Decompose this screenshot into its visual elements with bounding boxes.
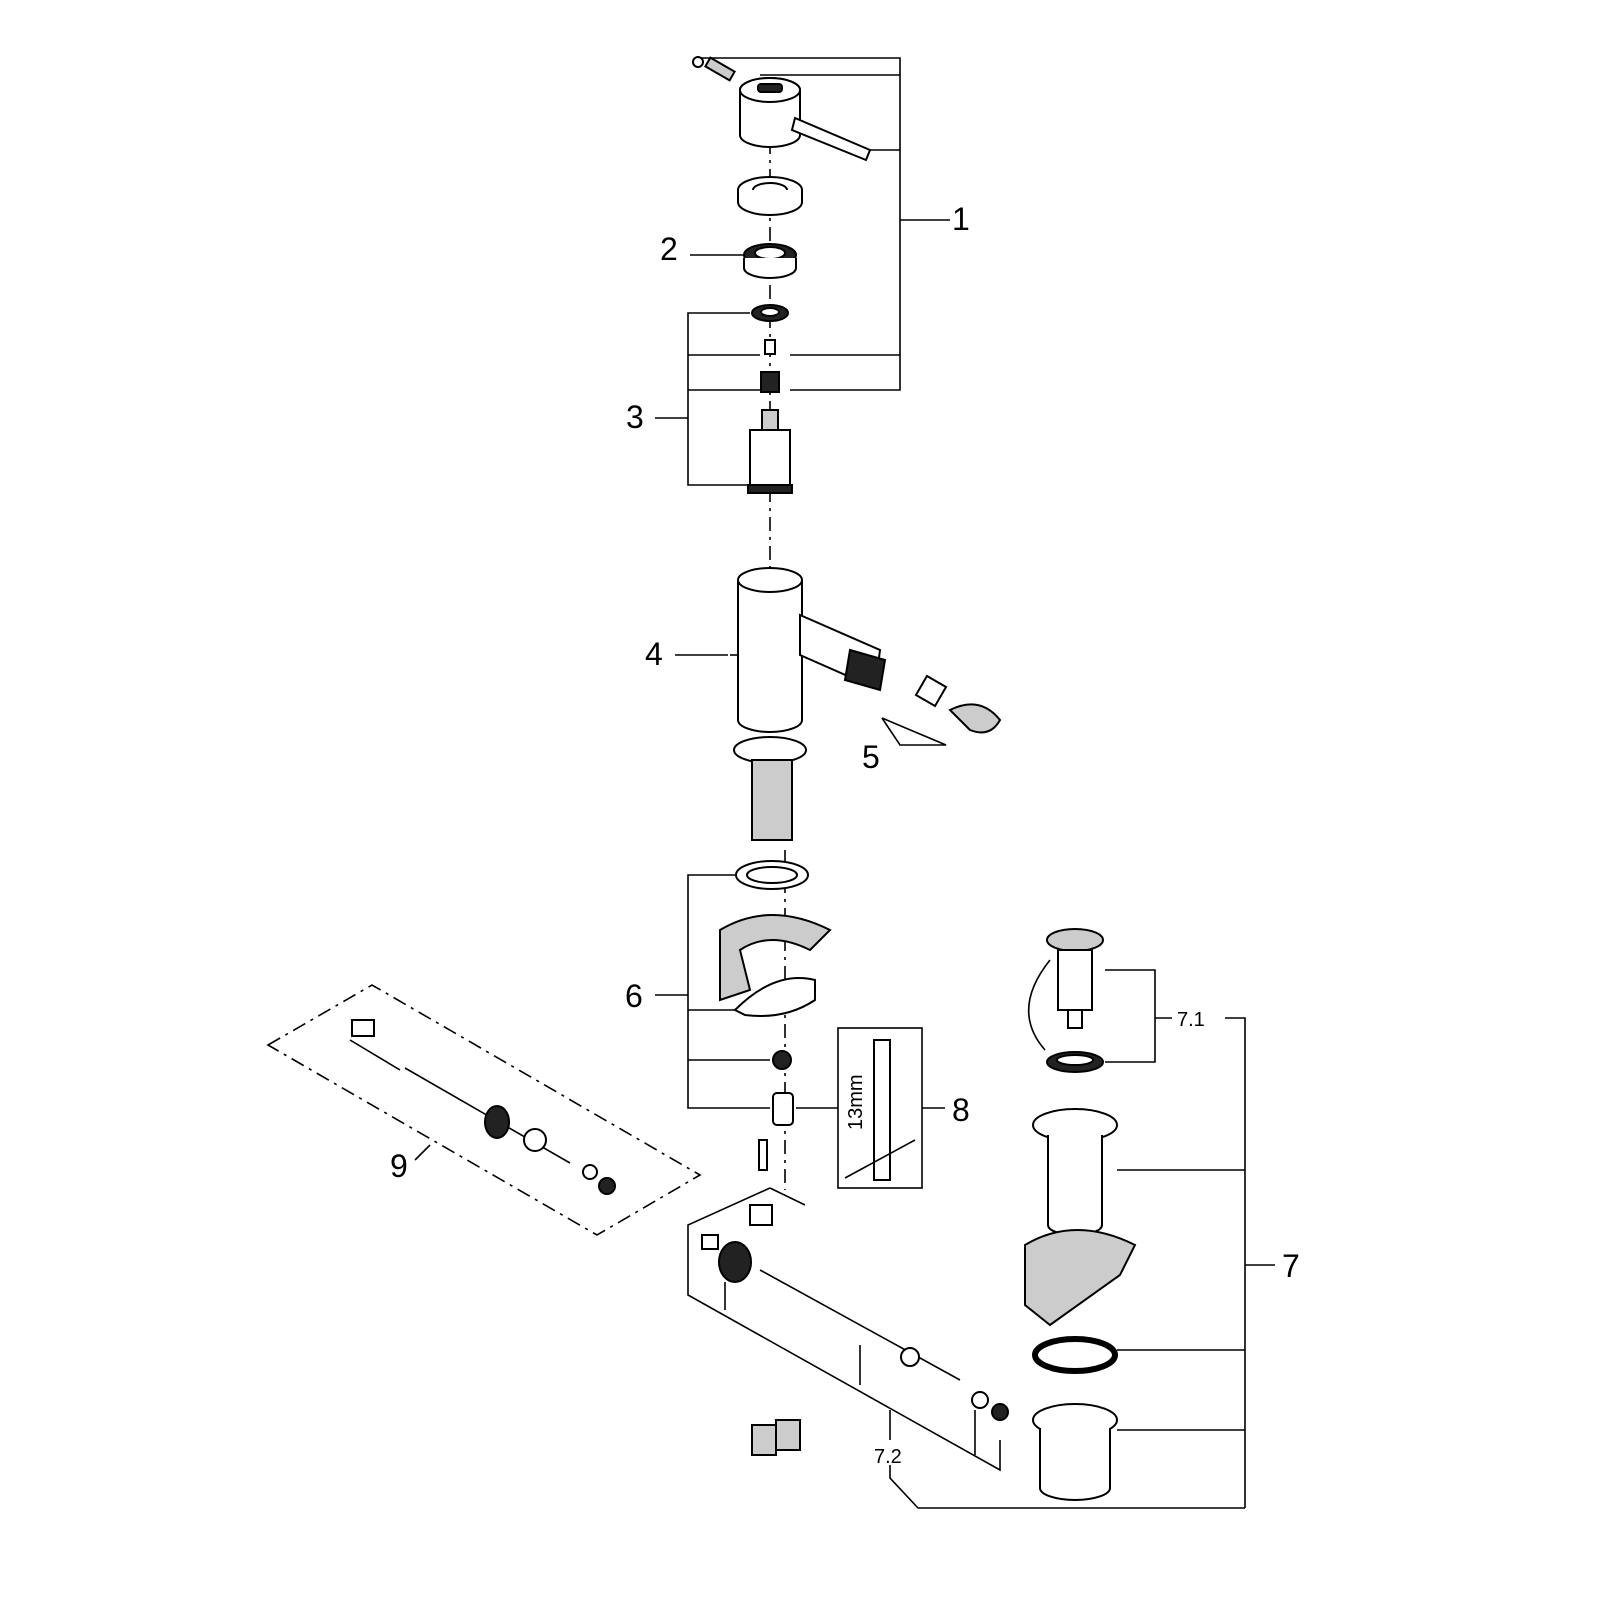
label-7-1: 7.1: [1177, 1009, 1205, 1031]
leader-7: [1105, 969, 1275, 1508]
leader-lines-1-3: [655, 57, 950, 486]
linkage-part: [687, 1139, 1245, 1509]
cartridge-part: [747, 304, 793, 494]
label-2: 2: [660, 231, 678, 267]
label-9: 9: [390, 1148, 408, 1184]
wrench-size-label: 13mm: [845, 1074, 867, 1130]
leader-5: [881, 717, 947, 746]
mounting-set-part: [719, 860, 832, 1126]
waste-part: [1024, 928, 1137, 1501]
label-3: 3: [626, 399, 644, 435]
label-7-2: 7.2: [874, 1446, 902, 1468]
label-8: 8: [952, 1092, 970, 1128]
mixer-body-part: [730, 567, 1002, 841]
handle-part: [692, 56, 872, 216]
label-6: 6: [625, 978, 643, 1014]
label-1: 1: [952, 201, 970, 237]
label-4: 4: [645, 636, 663, 672]
label-5: 5: [862, 739, 880, 775]
label-7: 7: [1282, 1248, 1300, 1284]
leader-6: [655, 874, 770, 1109]
nut-part: [743, 243, 797, 279]
wrench-box: 13mm: [796, 1027, 945, 1189]
pop-up-rod-set: [266, 984, 702, 1236]
